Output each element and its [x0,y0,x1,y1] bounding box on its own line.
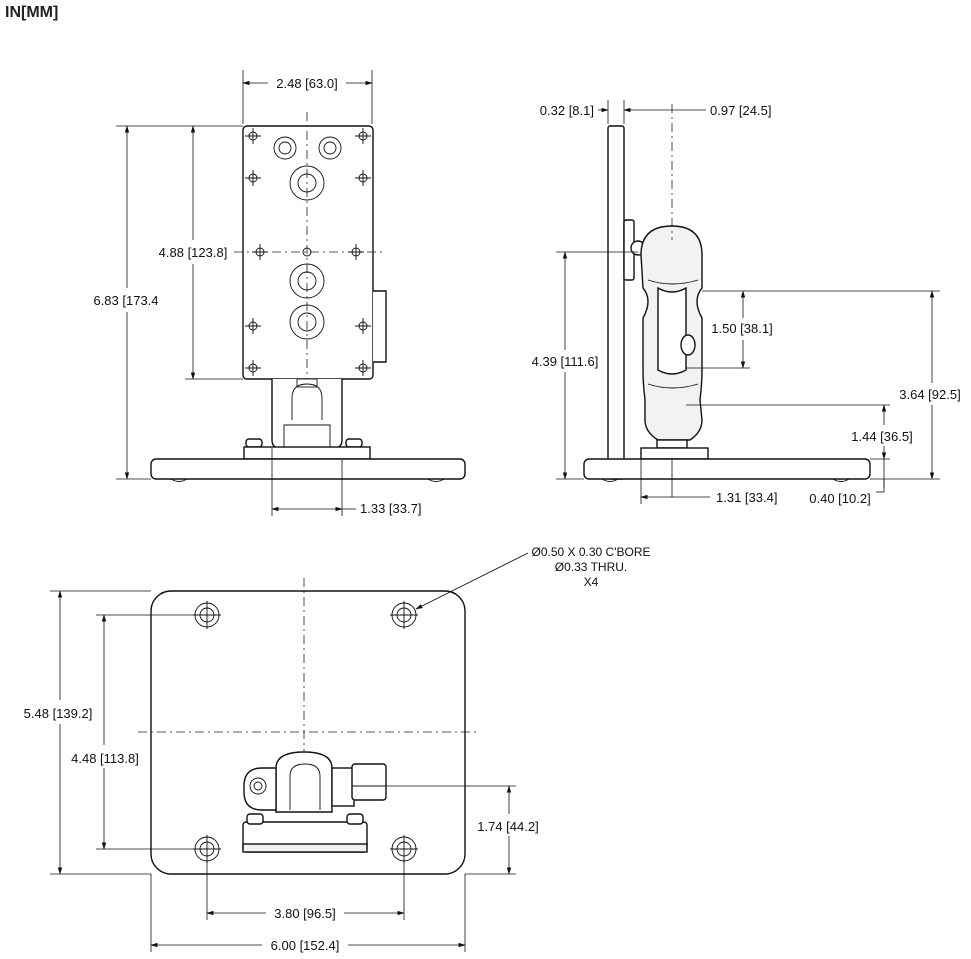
hole-note-line2: Ø0.33 THRU. [555,560,627,574]
dim-side-to-ball: 3.64 [92.5] [899,387,960,402]
top-base-plate [150,590,466,875]
dim-mount-offset: 1.74 [44.2] [477,819,538,834]
dim-base-to-ball: 1.44 [36.5] [851,429,912,444]
side-base [583,458,871,480]
dim-stem-offset: 1.33 [33.7] [360,501,421,516]
side-view: 0.32 [8.1] 0.97 [24.5] 4.39 [111.6] 1.50… [532,100,961,506]
front-plate-tab [373,290,387,363]
dim-top-width: 2.48 [63.0] [276,76,337,91]
dim-plate-thickness: 0.32 [8.1] [540,103,594,118]
plate-counterbore-holes [273,136,342,340]
plate-mounting-holes [245,128,371,376]
dim-base-width: 6.00 [152.4] [271,938,340,953]
units-label: IN[MM] [5,4,59,21]
dim-base-thickness: 0.40 [10.2] [809,491,870,506]
dim-arm-length: 1.50 [38.1] [711,321,772,336]
dim-hole-spacing-x: 3.80 [96.5] [274,906,335,921]
dim-side-height: 4.39 [111.6] [532,354,599,369]
dim-plate-height: 4.88 [123.8] [159,245,228,260]
hole-note-line3: X4 [584,575,599,589]
front-view: 2.48 [63.0] 6.83 [173.4 4.88 [123.8] 1.3… [93,70,466,516]
dim-overall-height: 6.83 [173.4 [93,293,158,308]
dim-hole-spacing-y: 4.48 [113.8] [71,751,139,766]
front-base [150,458,466,480]
front-plate [242,125,374,380]
side-plate [607,125,625,480]
base-counterbore-holes [193,601,418,863]
top-view: Ø0.50 X 0.30 C'BORE Ø0.33 THRU. X4 5.48 … [24,545,651,953]
hole-note-line1: Ø0.50 X 0.30 C'BORE [531,545,650,559]
dim-plate-to-ball: 0.97 [24.5] [710,103,771,118]
dim-base-depth: 5.48 [139.2] [24,706,93,721]
front-arm [271,379,343,449]
dim-side-base-offset: 1.31 [33.4] [716,490,777,505]
